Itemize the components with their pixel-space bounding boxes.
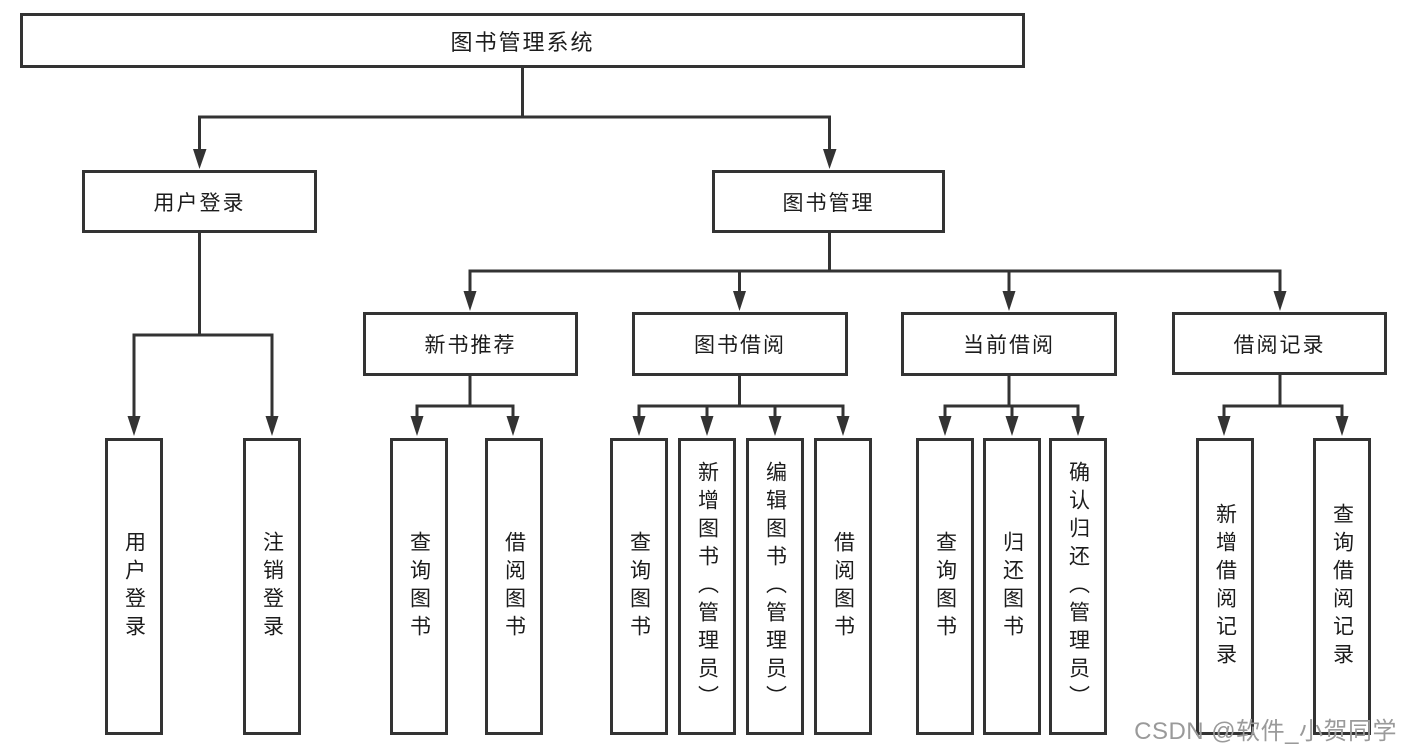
leaf-add-books-admin: 新增图书（管理员） [678, 438, 736, 735]
node-book-management: 图书管理 [712, 170, 945, 233]
leaf-logout: 注销登录 [243, 438, 301, 735]
leaf-query-books-borrowing-label: 查询图书 [627, 530, 651, 643]
edge-root-branch [198, 115, 831, 153]
node-current-borrowing: 当前借阅 [901, 312, 1117, 376]
leaf-query-borrow-record: 查询借阅记录 [1313, 438, 1371, 735]
edge-bookmgmt-branch [468, 269, 1282, 295]
node-borrowing-records: 借阅记录 [1172, 312, 1387, 375]
edge-userlogin-branch [132, 333, 274, 420]
leaf-borrow-books-recommend: 借阅图书 [485, 438, 543, 735]
leaf-query-books-recommend-label: 查询图书 [407, 530, 431, 643]
leaf-edit-books-admin-label: 编辑图书（管理员） [763, 460, 787, 713]
leaf-edit-books-admin: 编辑图书（管理员） [746, 438, 804, 735]
leaf-logout-label: 注销登录 [260, 530, 284, 643]
leaf-confirm-return-admin: 确认归还（管理员） [1049, 438, 1107, 735]
leaf-return-books-label: 归还图书 [1000, 530, 1024, 643]
leaf-add-books-admin-label: 新增图书（管理员） [695, 460, 719, 713]
edge-borrowing-branch [637, 404, 845, 420]
leaf-borrow-books-borrowing-label: 借阅图书 [831, 530, 855, 643]
node-new-book-recommendation: 新书推荐 [363, 312, 578, 376]
csdn-watermark: CSDN @软件_小贺同学 [1134, 718, 1397, 745]
leaf-borrow-books-borrowing: 借阅图书 [814, 438, 872, 735]
edge-records-branch [1222, 404, 1344, 420]
leaf-query-borrow-record-label: 查询借阅记录 [1330, 502, 1354, 671]
leaf-query-books-current: 查询图书 [916, 438, 974, 735]
leaf-user-login: 用户登录 [105, 438, 163, 735]
leaf-borrow-books-recommend-label: 借阅图书 [502, 530, 526, 643]
leaf-add-borrow-record-label: 新增借阅记录 [1213, 502, 1237, 671]
node-book-borrowing: 图书借阅 [632, 312, 848, 376]
leaf-confirm-return-admin-label: 确认归还（管理员） [1066, 460, 1090, 713]
leaf-user-login-label: 用户登录 [122, 530, 146, 643]
leaf-query-books-current-label: 查询图书 [933, 530, 957, 643]
arrowheads [127, 149, 1349, 436]
node-library-management-system: 图书管理系统 [20, 13, 1025, 68]
edge-newbook-branch [415, 404, 515, 420]
leaf-query-books-borrowing: 查询图书 [610, 438, 668, 735]
leaf-add-borrow-record: 新增借阅记录 [1196, 438, 1254, 735]
node-user-login: 用户登录 [82, 170, 317, 233]
leaf-return-books: 归还图书 [983, 438, 1041, 735]
leaf-query-books-recommend: 查询图书 [390, 438, 448, 735]
